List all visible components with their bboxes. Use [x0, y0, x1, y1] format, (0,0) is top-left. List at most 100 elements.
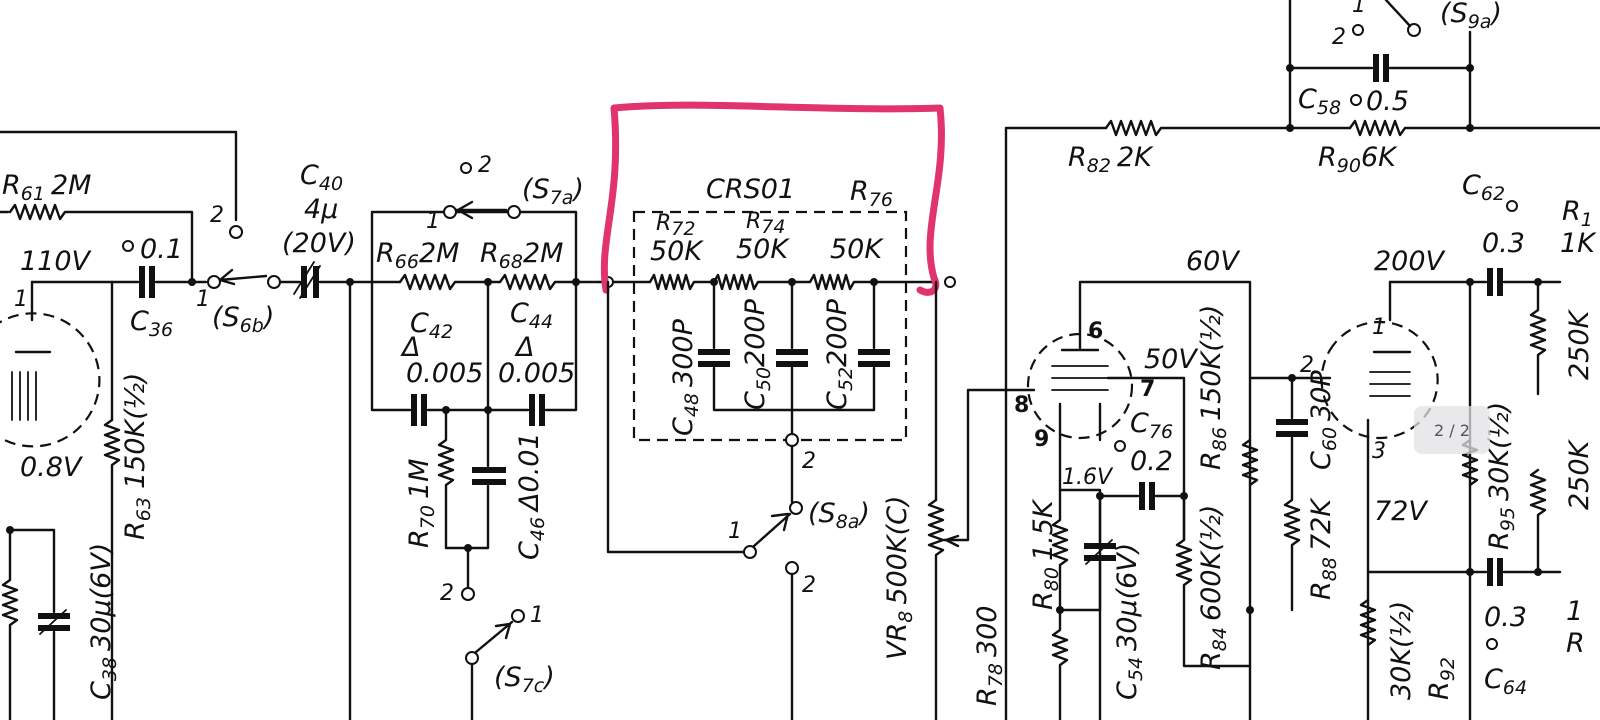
resistor-r74 — [712, 273, 812, 291]
vacuum-tube-left: 1 — [0, 280, 101, 448]
svg-text:(S7a): (S7a) — [522, 174, 584, 209]
svg-text:0.3: 0.3 — [1484, 602, 1527, 633]
svg-text:7: 7 — [1140, 377, 1155, 402]
svg-text:C76: C76 — [1130, 408, 1173, 443]
svg-text:50V: 50V — [1144, 344, 1199, 375]
svg-text:C42: C42 — [410, 308, 453, 343]
svg-text:1: 1 — [196, 287, 210, 312]
svg-text:R: R — [1566, 628, 1585, 659]
svg-text:(S6b): (S6b) — [212, 302, 274, 337]
r66-r68-network: 2 1 (S7a) R662M R682M C42 Δ 0.005 C44 Δ … — [370, 153, 602, 720]
svg-text:1: 1 — [1566, 596, 1583, 627]
svg-text:1: 1 — [530, 603, 544, 628]
svg-text:R72: R72 — [656, 211, 695, 240]
svg-text:C48300P: C48300P — [668, 318, 703, 436]
svg-text:50K: 50K — [650, 236, 704, 267]
svg-text:C5430μ(6V): C5430μ(6V) — [1112, 543, 1147, 700]
svg-text:50K: 50K — [736, 234, 790, 265]
svg-text:VR8500K(C): VR8500K(C) — [882, 496, 917, 661]
svg-text:0.005: 0.005 — [498, 358, 575, 389]
resistor-r61 — [8, 203, 194, 284]
svg-text:R662M: R662M — [376, 238, 459, 273]
svg-text:(S7c): (S7c) — [494, 662, 555, 697]
svg-text:0.8V: 0.8V — [20, 452, 84, 483]
resistor-r82 — [1104, 119, 1352, 137]
svg-text:250K: 250K — [1564, 438, 1595, 510]
svg-text:C46Δ0.01: C46Δ0.01 — [514, 432, 549, 560]
svg-text:(20V): (20V) — [282, 228, 356, 259]
svg-text:2: 2 — [440, 581, 454, 606]
svg-text:2: 2 — [478, 153, 492, 178]
resistor-r66 — [398, 273, 502, 291]
svg-text:1: 1 — [1352, 0, 1366, 18]
label-110v: 110V — [20, 246, 93, 277]
svg-text:R92: R92 — [1424, 657, 1459, 700]
pentode-tube: 60V 6 7 8 9 50V 1.6V C76 0.2 R801.5K C54… — [972, 246, 1259, 720]
svg-text:C6030P: C6030P — [1306, 370, 1341, 470]
svg-text:C40: C40 — [300, 160, 343, 195]
svg-text:C44: C44 — [510, 298, 553, 333]
svg-text:C50200P: C50200P — [740, 298, 775, 410]
svg-text:R8872K: R8872K — [1306, 497, 1341, 600]
svg-text:72V: 72V — [1374, 496, 1429, 527]
svg-text:C62: C62 — [1462, 170, 1505, 205]
svg-text:(S8a): (S8a) — [808, 498, 870, 533]
svg-text:R682M: R682M — [480, 238, 563, 273]
crs01-dashed-box — [632, 210, 908, 442]
crs01-filter-module: CRS01 R76 R72 R74 50K 50K 50K 2 C48300P … — [598, 174, 956, 474]
svg-text:R63150K(½): R63150K(½) — [120, 373, 155, 540]
svg-text:200V: 200V — [1374, 246, 1447, 277]
svg-text:8: 8 — [1014, 393, 1029, 418]
resistor-r76 — [808, 273, 938, 291]
svg-text:R1: R1 — [1562, 196, 1593, 231]
potentiometer-vr8 — [927, 498, 945, 720]
svg-text:R84600K(½): R84600K(½) — [1196, 505, 1231, 670]
svg-text:2: 2 — [1300, 353, 1314, 378]
svg-text:R74: R74 — [746, 209, 785, 238]
svg-text:250K: 250K — [1564, 308, 1595, 380]
svg-text:2: 2 — [1332, 25, 1346, 50]
crs01-label: CRS01 — [706, 174, 795, 205]
svg-text:Δ: Δ — [400, 332, 420, 363]
svg-text:0.2: 0.2 — [1130, 446, 1173, 477]
svg-text:C58: C58 — [1298, 84, 1341, 119]
svg-text:R86150K(½): R86150K(½) — [1196, 305, 1231, 470]
svg-text:C52200P: C52200P — [822, 298, 857, 410]
svg-text:R801.5K: R801.5K — [1028, 498, 1063, 610]
svg-text:6: 6 — [1088, 319, 1103, 344]
svg-text:C36: C36 — [130, 306, 173, 341]
svg-text:C3830μ(6V): C3830μ(6V) — [86, 543, 121, 700]
highlight-annotation — [600, 101, 945, 296]
svg-text:9: 9 — [1034, 427, 1049, 452]
svg-text:R701M: R701M — [404, 459, 439, 548]
resistor-r63 — [103, 418, 121, 720]
svg-text:2: 2 — [802, 573, 816, 598]
svg-text:0.005: 0.005 — [406, 358, 483, 389]
svg-text:Δ: Δ — [514, 332, 534, 363]
s8a-vr8-section: 1 (S8a) 2 VR8500K(C) — [606, 280, 1036, 720]
svg-text:2: 2 — [210, 203, 224, 228]
svg-text:3: 3 — [1372, 439, 1386, 464]
resistor-r68 — [498, 273, 602, 291]
svg-text:1: 1 — [1372, 315, 1386, 340]
svg-text:R906K: R906K — [1318, 142, 1398, 177]
svg-text:0.5: 0.5 — [1366, 86, 1409, 117]
svg-text:4μ: 4μ — [304, 194, 338, 225]
resistor-r72 — [648, 273, 716, 291]
switch-s6b-terminal-1 — [207, 275, 221, 289]
svg-text:2: 2 — [802, 449, 816, 474]
svg-text:0.3: 0.3 — [1482, 228, 1525, 259]
svg-text:60V: 60V — [1186, 246, 1241, 277]
svg-text:1K: 1K — [1560, 228, 1597, 259]
svg-text:R78300: R78300 — [972, 606, 1007, 707]
svg-text:1: 1 — [728, 519, 742, 544]
svg-text:R76: R76 — [850, 176, 893, 211]
svg-text:1.6V: 1.6V — [1062, 465, 1114, 490]
svg-text:30K(½): 30K(½) — [1386, 601, 1417, 700]
page-indicator-badge: 2 / 2 — [1414, 406, 1490, 454]
